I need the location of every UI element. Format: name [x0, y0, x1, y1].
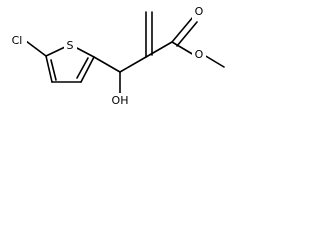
- bond-c3-c2: [80, 56, 95, 83]
- bond-carbonyl-o: [171, 16, 194, 43]
- bond-c5-c4-inner: [50, 59, 57, 81]
- bond-cl-c5: [25, 40, 47, 57]
- bond-c3-c2-inner: [76, 57, 89, 79]
- bond-carbinol-alkene: [119, 56, 147, 73]
- chlorine-label-bg: [7, 33, 27, 49]
- ester-oxygen-label-bg: [192, 47, 206, 63]
- bond-carbonyl-ester-o: [171, 41, 195, 56]
- bond-carbonyl-o-inner: [176, 21, 198, 47]
- chlorine-atom-label: Cl: [12, 34, 23, 47]
- bond-c5-s: [45, 46, 66, 57]
- bond-c2-carbinol: [93, 56, 121, 73]
- sulfur-atom-label: S: [67, 39, 74, 52]
- hydroxyl-group-label: OH: [112, 94, 129, 107]
- hydroxyl-label-bg: [108, 93, 132, 109]
- side-chain: [93, 11, 225, 96]
- bond-s-c2: [74, 46, 95, 58]
- molecule-diagram: Cl S OH O O: [7, 4, 225, 109]
- carbonyl-oxygen-label-bg: [192, 4, 206, 20]
- bond-ester-o-methyl: [203, 54, 225, 68]
- sulfur-label-bg: [64, 38, 77, 54]
- ester-oxygen-label: O: [195, 48, 204, 61]
- bond-alkene-carbonyl: [145, 41, 173, 58]
- bond-c5-c4: [45, 55, 53, 83]
- thiophene-ring: [25, 40, 95, 83]
- carbonyl-oxygen-label: O: [195, 5, 204, 18]
- chemical-structure-canvas: Cl S OH O O: [0, 0, 236, 120]
